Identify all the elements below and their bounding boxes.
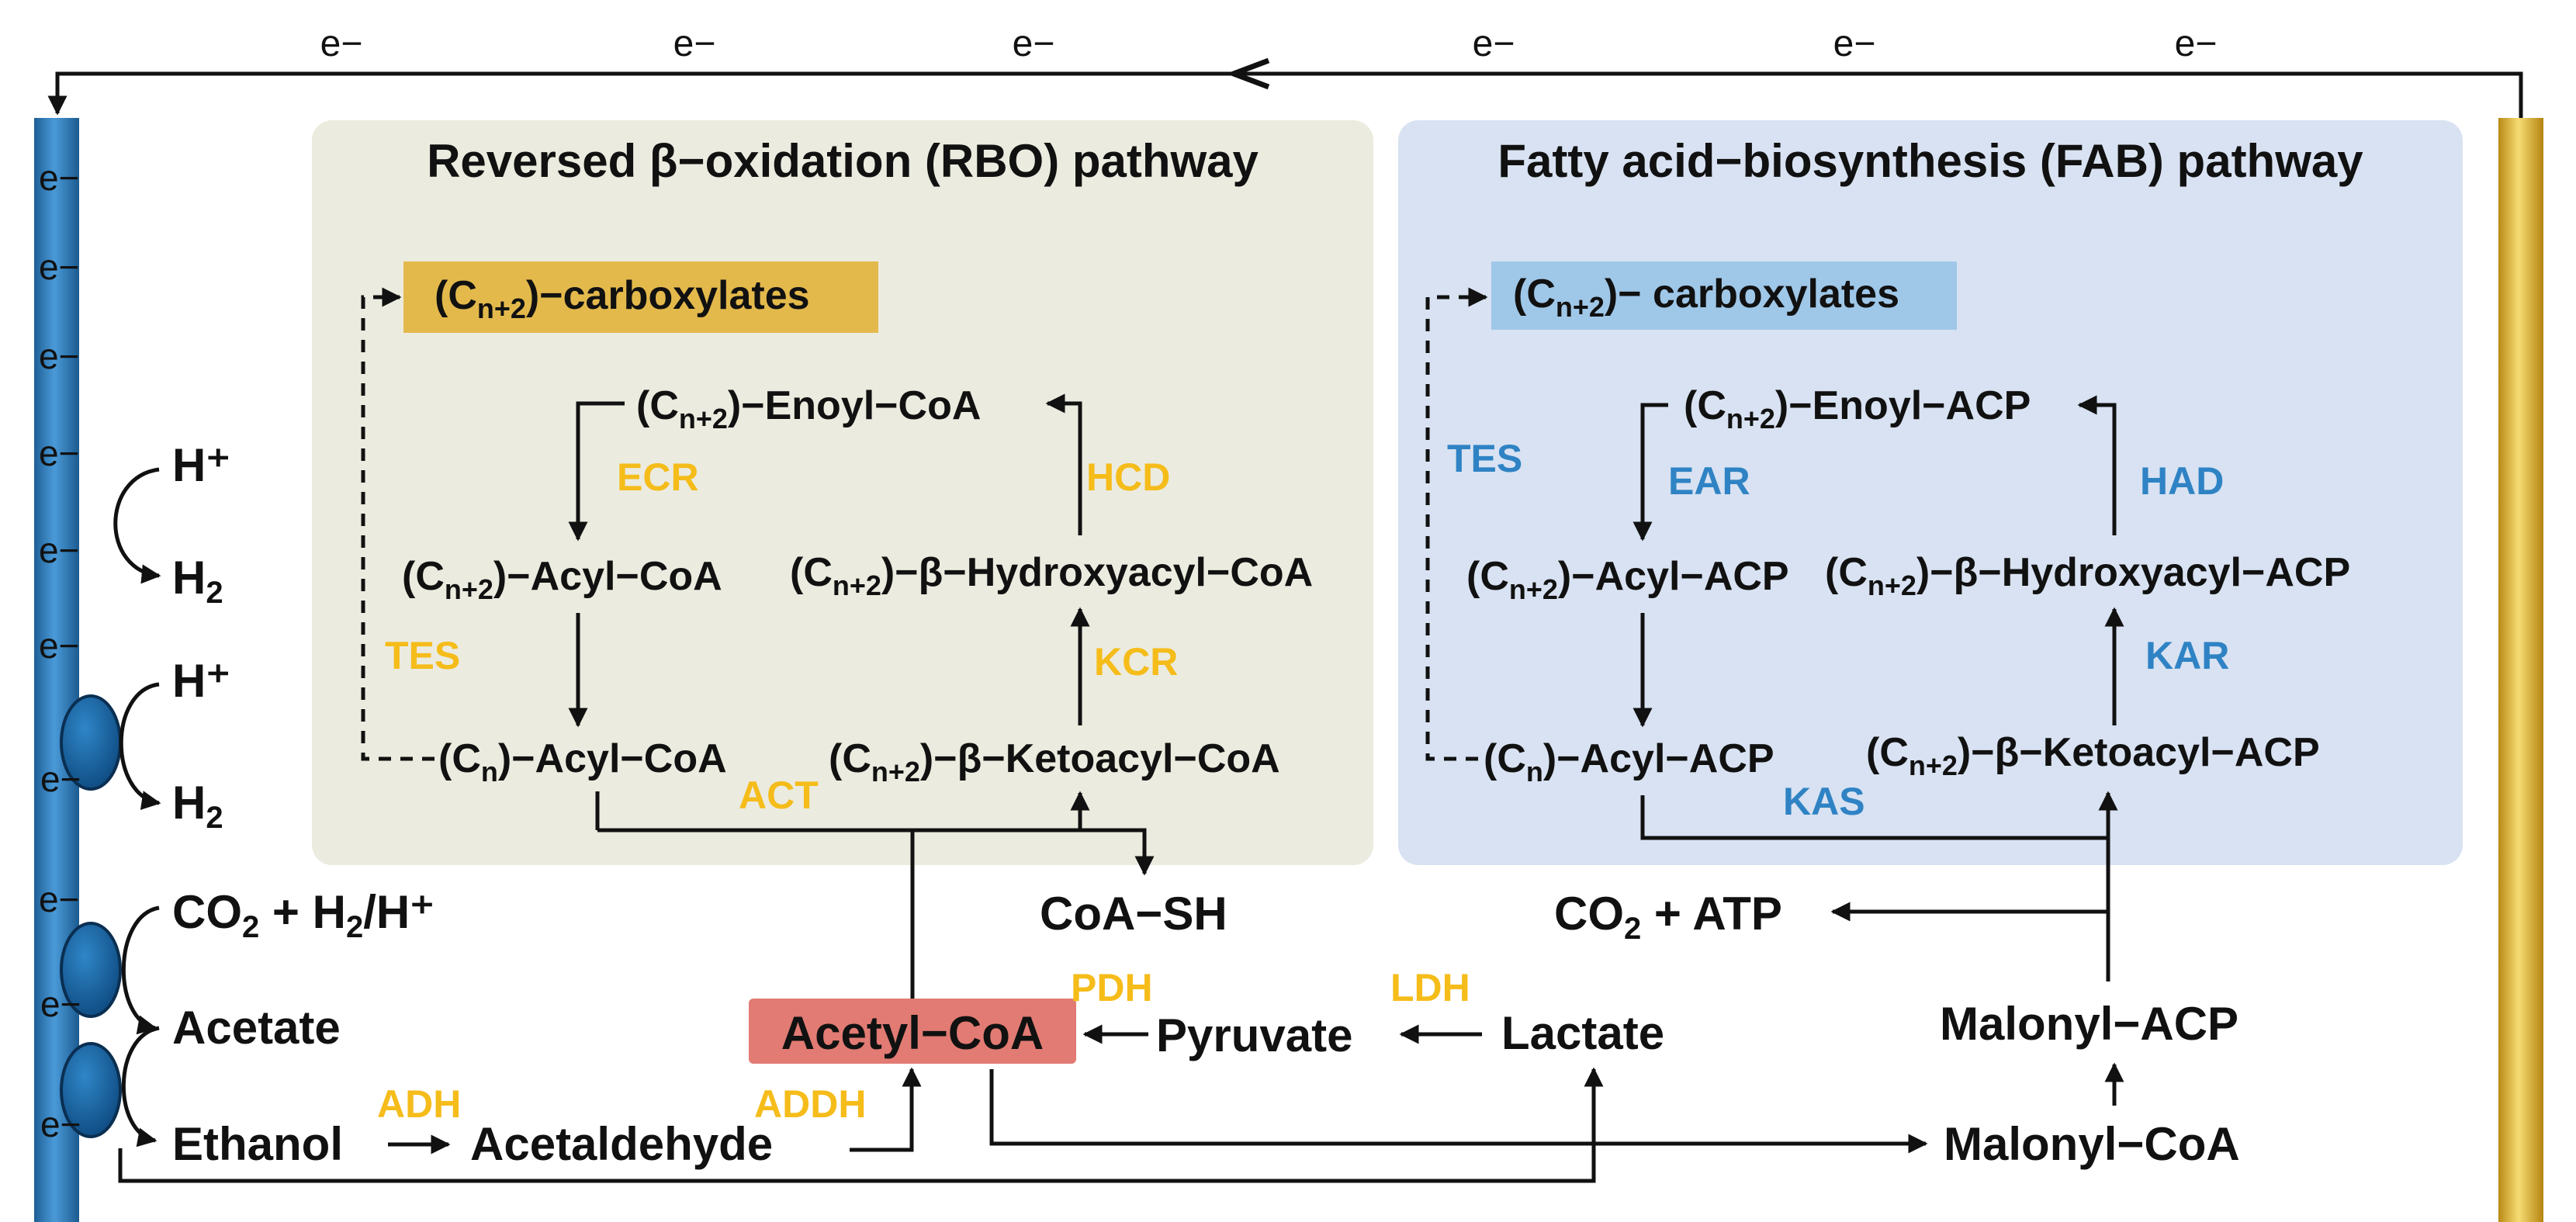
addh-arrow: [850, 1067, 922, 1152]
ecr-enzyme: ECR: [617, 455, 699, 499]
svg-text:e−: e−: [39, 336, 79, 376]
electron-label: e−: [1013, 23, 1055, 64]
kar-enzyme: KAR: [2145, 634, 2229, 677]
electron-label: e−: [1473, 23, 1515, 64]
fab-acyl-acp-n2: (Cn+2)−Acyl−ACP: [1466, 554, 1789, 605]
co2-h2-label: CO2 + H2/H⁺: [172, 886, 435, 944]
fab-enoyl-acp: (Cn+2)−Enoyl−ACP: [1684, 383, 2031, 434]
hcd-enzyme: HCD: [1086, 455, 1170, 499]
h-plus-label-2: H⁺: [172, 655, 230, 707]
had-arrow: [2077, 395, 2117, 535]
rbo-hydroxyacyl-coa: (Cn+2)−β−Hydroxyacyl−CoA: [790, 550, 1313, 601]
rbo-acyl-coa-n2: (Cn+2)−Acyl−CoA: [402, 554, 722, 605]
fab-product-box: [1491, 261, 1957, 330]
svg-text:e−: e−: [39, 625, 79, 666]
kcr-enzyme: KCR: [1094, 640, 1178, 684]
coa-sh-label: CoA−SH: [1040, 888, 1227, 940]
hcd-arrow: [1045, 393, 1082, 535]
ethanol-formation-arrow: [121, 1026, 160, 1148]
electron-label: e−: [673, 23, 716, 64]
fab-ketoacyl-acp: (Cn+2)−β−Ketoacyl−ACP: [1866, 730, 2320, 781]
h-plus-label: H⁺: [172, 439, 230, 491]
acetate-label: Acetate: [172, 1002, 341, 1054]
electron-label: e−: [40, 1104, 81, 1144]
kas-enzyme: KAS: [1783, 780, 1865, 823]
h2-label-2: H2: [172, 777, 223, 835]
act-enzyme: ACT: [739, 774, 819, 817]
fab-hydroxyacyl-acp: (Cn+2)−β−Hydroxyacyl−ACP: [1825, 550, 2350, 601]
acc-arrow: [989, 1069, 1928, 1154]
electron-flow-line: [47, 71, 2523, 118]
svg-text:e−: e−: [39, 530, 79, 570]
acetyl-coa-label: Acetyl−CoA: [781, 1007, 1044, 1059]
anode-electrode: [2498, 118, 2543, 1222]
fab-title: Fatty acid−biosynthesis (FAB) pathway: [1497, 135, 2363, 187]
electron-label: e−: [1833, 23, 1876, 64]
svg-text:e−: e−: [39, 247, 79, 287]
microbe-cell: [60, 1042, 122, 1138]
rbo-product-box: [403, 261, 878, 333]
rbo-ketoacyl-coa: (Cn+2)−β−Ketoacyl−CoA: [829, 736, 1280, 788]
fab-acyl-acp-n: (Cn)−Acyl−ACP: [1484, 736, 1774, 788]
ldh-enzyme: LDH: [1390, 966, 1470, 1009]
ethanol-label: Ethanol: [172, 1118, 343, 1170]
electron-label: e−: [40, 984, 81, 1024]
rbo-tes-arrow: [361, 287, 435, 761]
had-enzyme: HAD: [2140, 459, 2224, 503]
rbo-acyl-coa-n: (Cn)−Acyl−CoA: [438, 736, 727, 788]
electron-flow-arrowhead: [1226, 57, 1270, 90]
cathode-electrode: [34, 118, 79, 1222]
rbo-title: Reversed β−oxidation (RBO) pathway: [427, 135, 1259, 187]
h2-label: H2: [172, 552, 223, 610]
fab-tes-arrow: [1425, 287, 1488, 761]
svg-text:e−: e−: [39, 879, 79, 919]
electron-label: e−: [2175, 23, 2218, 64]
rbo-product-label: (Cn+2)−carboxylates: [435, 273, 810, 324]
svg-text:e−: e−: [39, 433, 79, 473]
electron-label: e−: [320, 23, 363, 64]
fab-tes-enzyme: TES: [1447, 437, 1522, 480]
malonyl-coa-label: Malonyl−CoA: [1944, 1118, 2240, 1170]
h2-evolution-arrow-2: [119, 682, 161, 810]
acetogenesis-arrow: [121, 905, 160, 1035]
addh-enzyme: ADDH: [754, 1082, 866, 1126]
malonyl-acp-label: Malonyl−ACP: [1940, 998, 2238, 1050]
cathode-electrons: e− e− e− e− e− e− e−: [39, 158, 79, 919]
pyruvate-label: Pyruvate: [1156, 1009, 1352, 1061]
fab-product-label: (Cn+2)− carboxylates: [1513, 272, 1899, 323]
ear-arrow: [1633, 403, 1668, 542]
lactate-label: Lactate: [1501, 1007, 1664, 1059]
lactate-electron-line: [118, 1067, 1604, 1183]
microbe-cell: [60, 922, 122, 1018]
adh-enzyme: ADH: [377, 1082, 461, 1126]
h2-evolution-arrow: [113, 467, 161, 584]
rbo-tes-enzyme: TES: [385, 634, 460, 677]
acetyl-coa-box: [749, 999, 1076, 1064]
pdh-enzyme: PDH: [1071, 966, 1153, 1009]
electron-label: e−: [40, 759, 81, 799]
rbo-enoyl-coa: (Cn+2)−Enoyl−CoA: [636, 383, 981, 434]
kas-condensation-line: [1640, 795, 2108, 840]
ear-enzyme: EAR: [1668, 459, 1750, 503]
ecr-arrow: [568, 401, 625, 542]
coa-release-arrow: [597, 828, 1155, 876]
co2-atp-label: CO2 + ATP: [1554, 888, 1782, 946]
svg-text:e−: e−: [39, 158, 79, 198]
acetaldehyde-label: Acetaldehyde: [470, 1118, 773, 1170]
